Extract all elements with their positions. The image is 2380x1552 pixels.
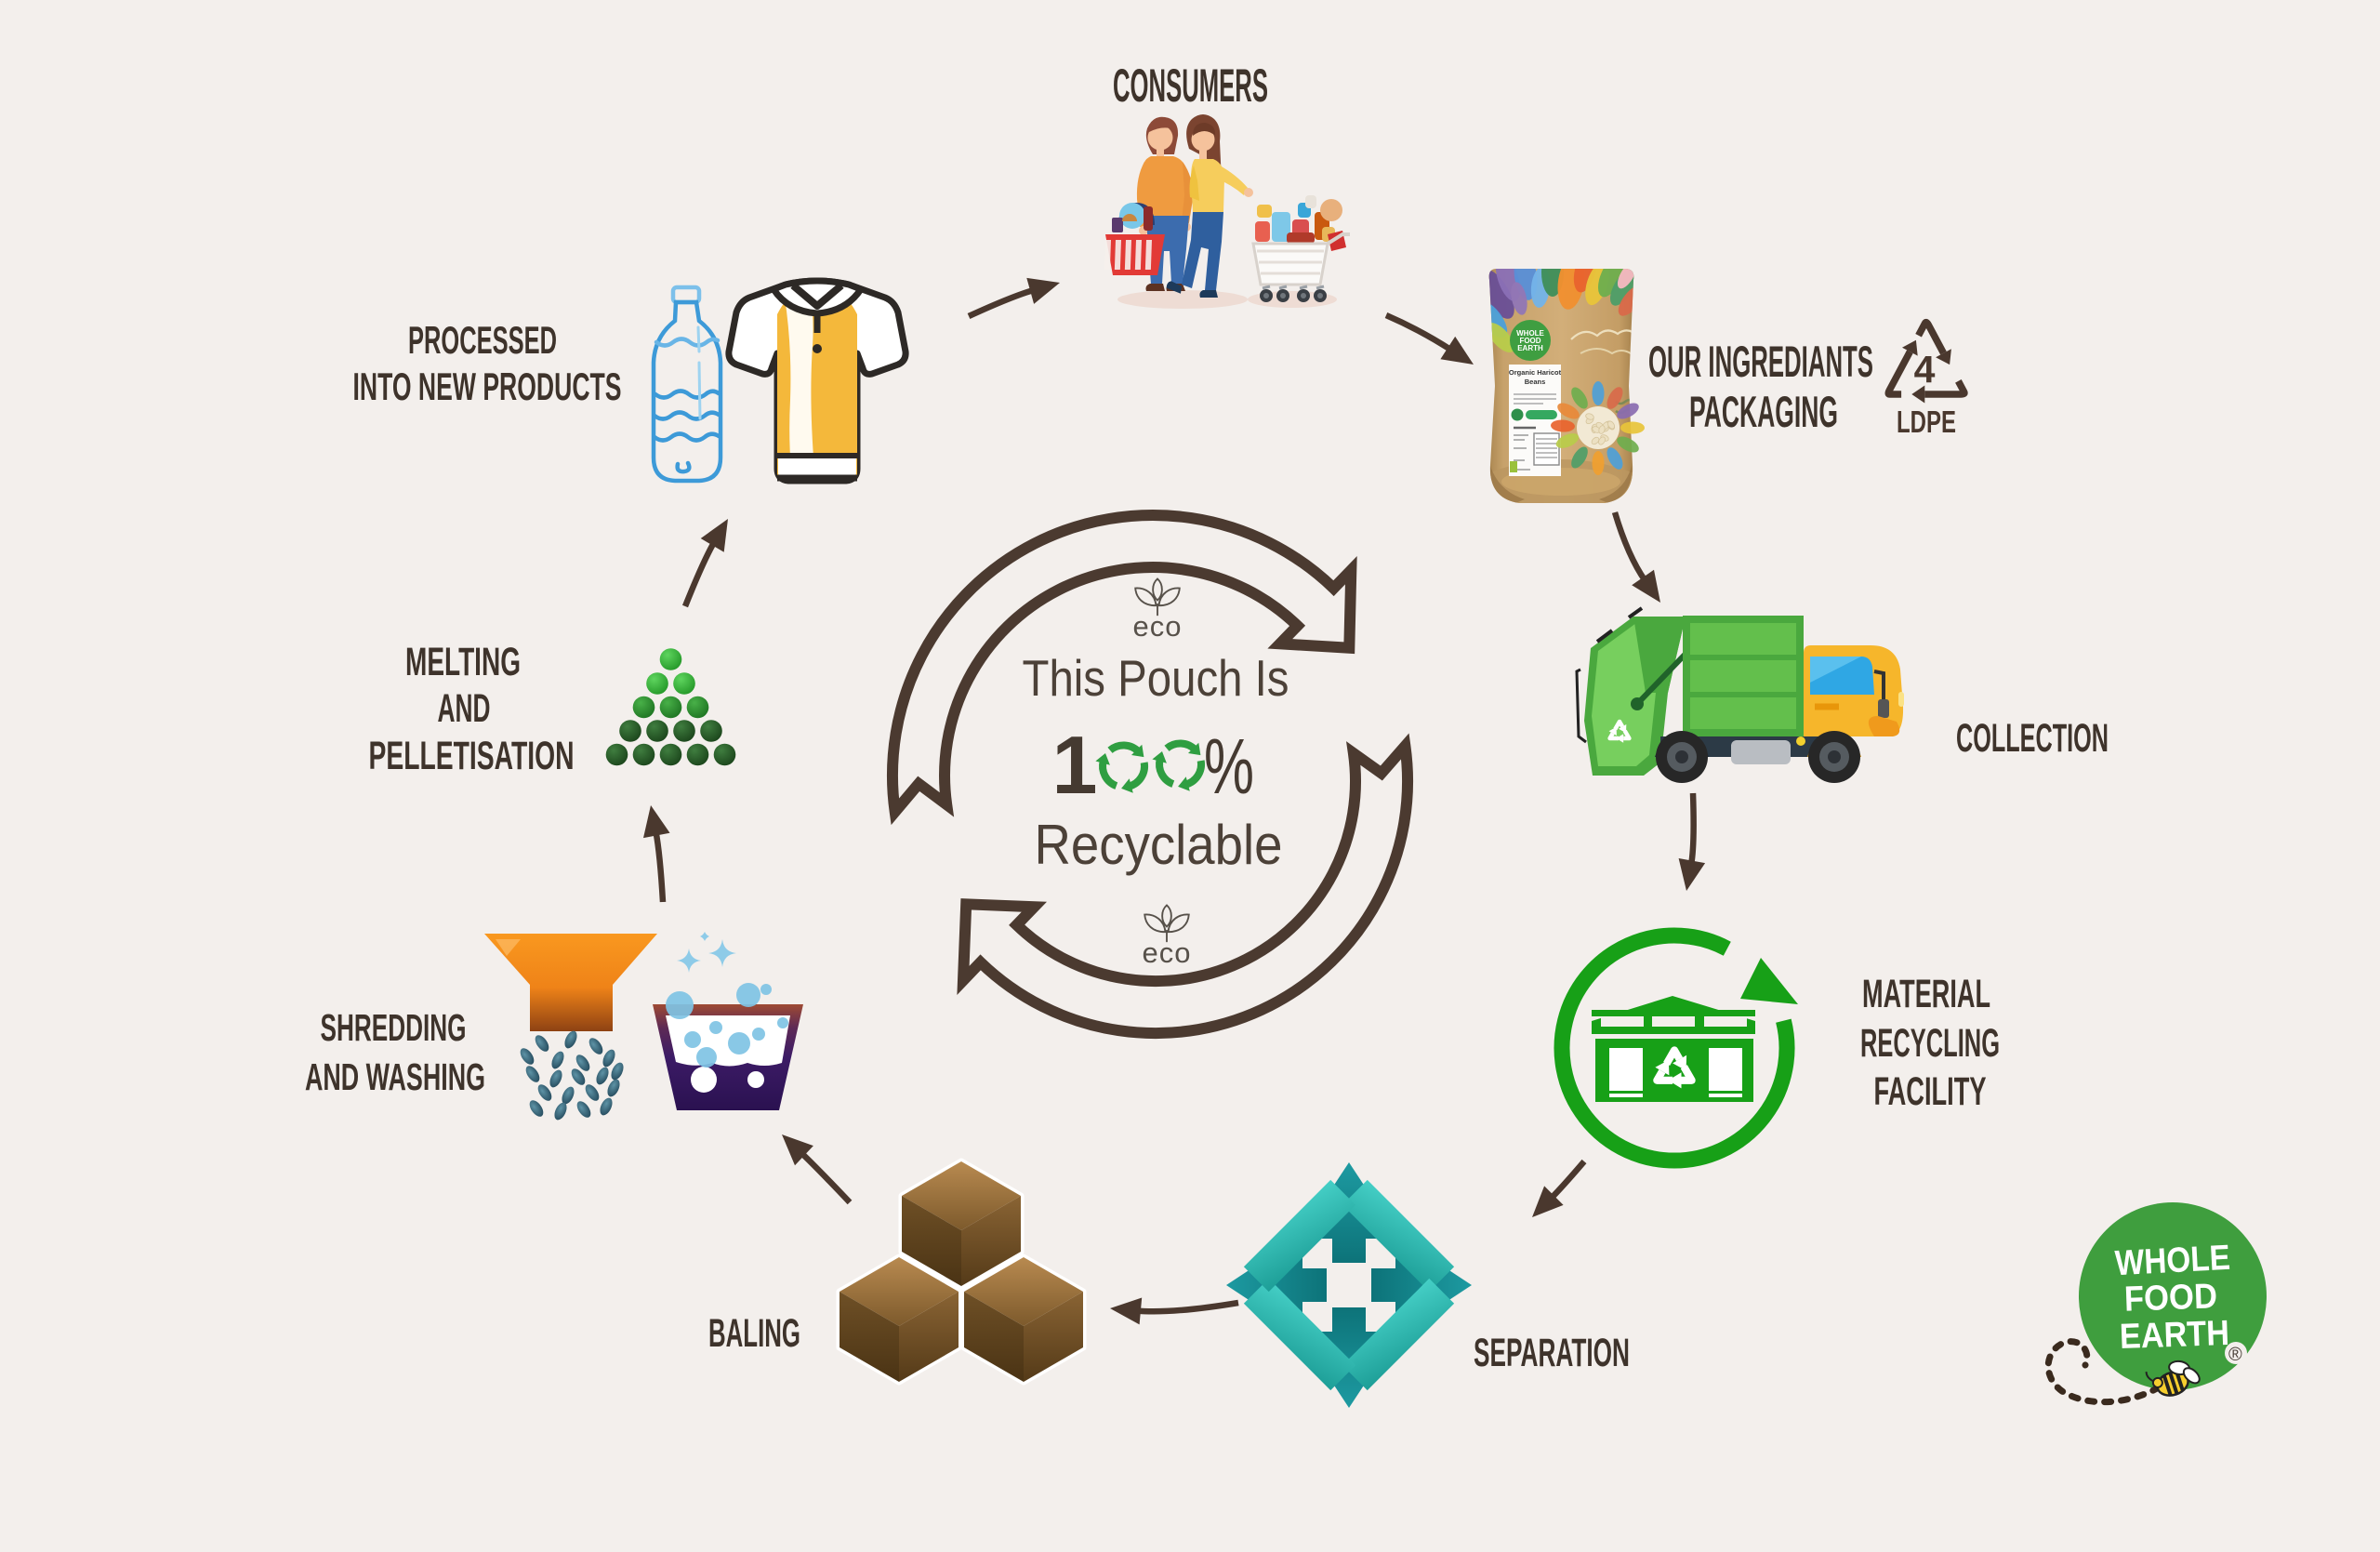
svg-text:SEPARATION: SEPARATION (1474, 1331, 1630, 1375)
svg-text:FACILITY: FACILITY (1874, 1069, 1987, 1114)
svg-text:eco: eco (1143, 936, 1192, 969)
svg-text:1: 1 (1052, 719, 1098, 811)
svg-text:EARTH: EARTH (2119, 1314, 2229, 1357)
svg-text:OUR INGREDIANTS: OUR INGREDIANTS (1648, 337, 1873, 386)
svg-text:RECYCLING: RECYCLING (1860, 1021, 2000, 1066)
svg-text:WHOLE: WHOLE (1516, 329, 1544, 338)
svg-text:WHOLE: WHOLE (2114, 1239, 2231, 1283)
svg-text:%: % (1204, 723, 1254, 810)
svg-text:eco: eco (1133, 610, 1183, 643)
svg-text:This Pouch Is: This Pouch Is (1023, 649, 1289, 707)
svg-text:FOOD: FOOD (1519, 337, 1540, 345)
svg-text:LDPE: LDPE (1897, 405, 1956, 439)
svg-text:MELTING: MELTING (405, 640, 521, 684)
svg-text:FOOD: FOOD (2123, 1277, 2217, 1319)
svg-text:COLLECTION: COLLECTION (1956, 716, 2109, 761)
svg-text:Beans: Beans (1525, 378, 1546, 386)
svg-text:Recyclable: Recyclable (1035, 814, 1283, 876)
svg-text:PACKAGING: PACKAGING (1689, 387, 1838, 436)
svg-text:MATERIAL: MATERIAL (1862, 972, 1990, 1016)
svg-text:PELLETISATION: PELLETISATION (369, 734, 575, 778)
svg-text:AND: AND (438, 686, 491, 731)
svg-text:®: ® (2228, 1345, 2242, 1365)
svg-text:PROCESSED: PROCESSED (408, 318, 557, 362)
svg-text:INTO NEW PRODUCTS: INTO NEW PRODUCTS (353, 365, 622, 408)
svg-text:CONSUMERS: CONSUMERS (1113, 60, 1268, 112)
svg-text:AND WASHING: AND WASHING (305, 1055, 485, 1098)
svg-text:Organic Haricot: Organic Haricot (1509, 368, 1562, 377)
svg-text:4: 4 (1914, 348, 1936, 391)
svg-text:BALING: BALING (708, 1311, 800, 1356)
svg-text:SHREDDING: SHREDDING (321, 1006, 467, 1049)
svg-text:EARTH: EARTH (1517, 344, 1543, 352)
